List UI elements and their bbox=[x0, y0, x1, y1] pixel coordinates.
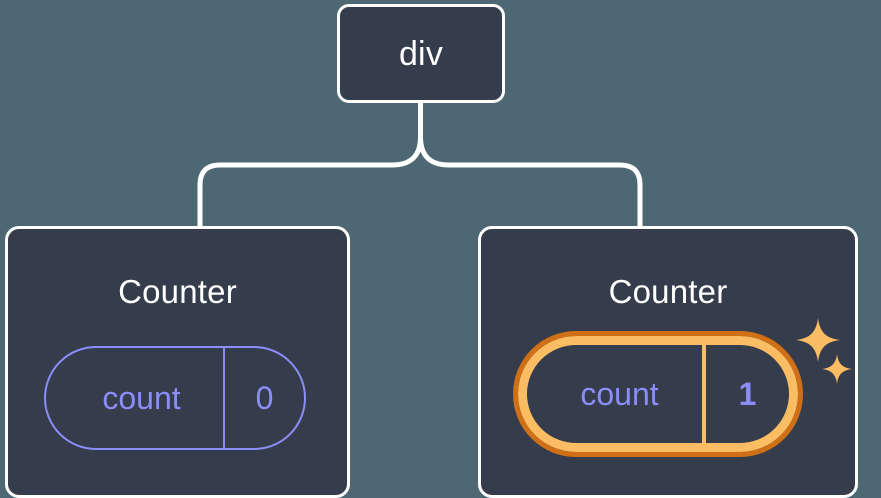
state-pill-left-value: 0 bbox=[223, 348, 304, 448]
connector-branch-right bbox=[418, 136, 643, 226]
sparkle-small-icon bbox=[822, 354, 852, 384]
state-pill-left-key: count bbox=[102, 380, 181, 416]
node-counter-right-label: Counter bbox=[608, 273, 728, 310]
state-pill-right-key: count bbox=[580, 376, 659, 412]
state-pill-right-body[interactable]: count 1 bbox=[513, 331, 803, 457]
state-pill-left-body[interactable]: count 0 bbox=[44, 346, 306, 450]
sparkle-large-icon bbox=[796, 318, 840, 362]
node-div-label: div bbox=[398, 34, 444, 73]
sparkle-group bbox=[796, 318, 858, 390]
node-counter-left-label: Counter bbox=[118, 273, 237, 310]
state-pill-right-value: 1 bbox=[702, 345, 789, 443]
state-pill-right[interactable]: count 1 bbox=[513, 331, 803, 457]
node-div[interactable]: div bbox=[337, 4, 505, 103]
state-pill-left[interactable]: count 0 bbox=[44, 346, 306, 450]
connector-branch-left bbox=[197, 136, 423, 226]
